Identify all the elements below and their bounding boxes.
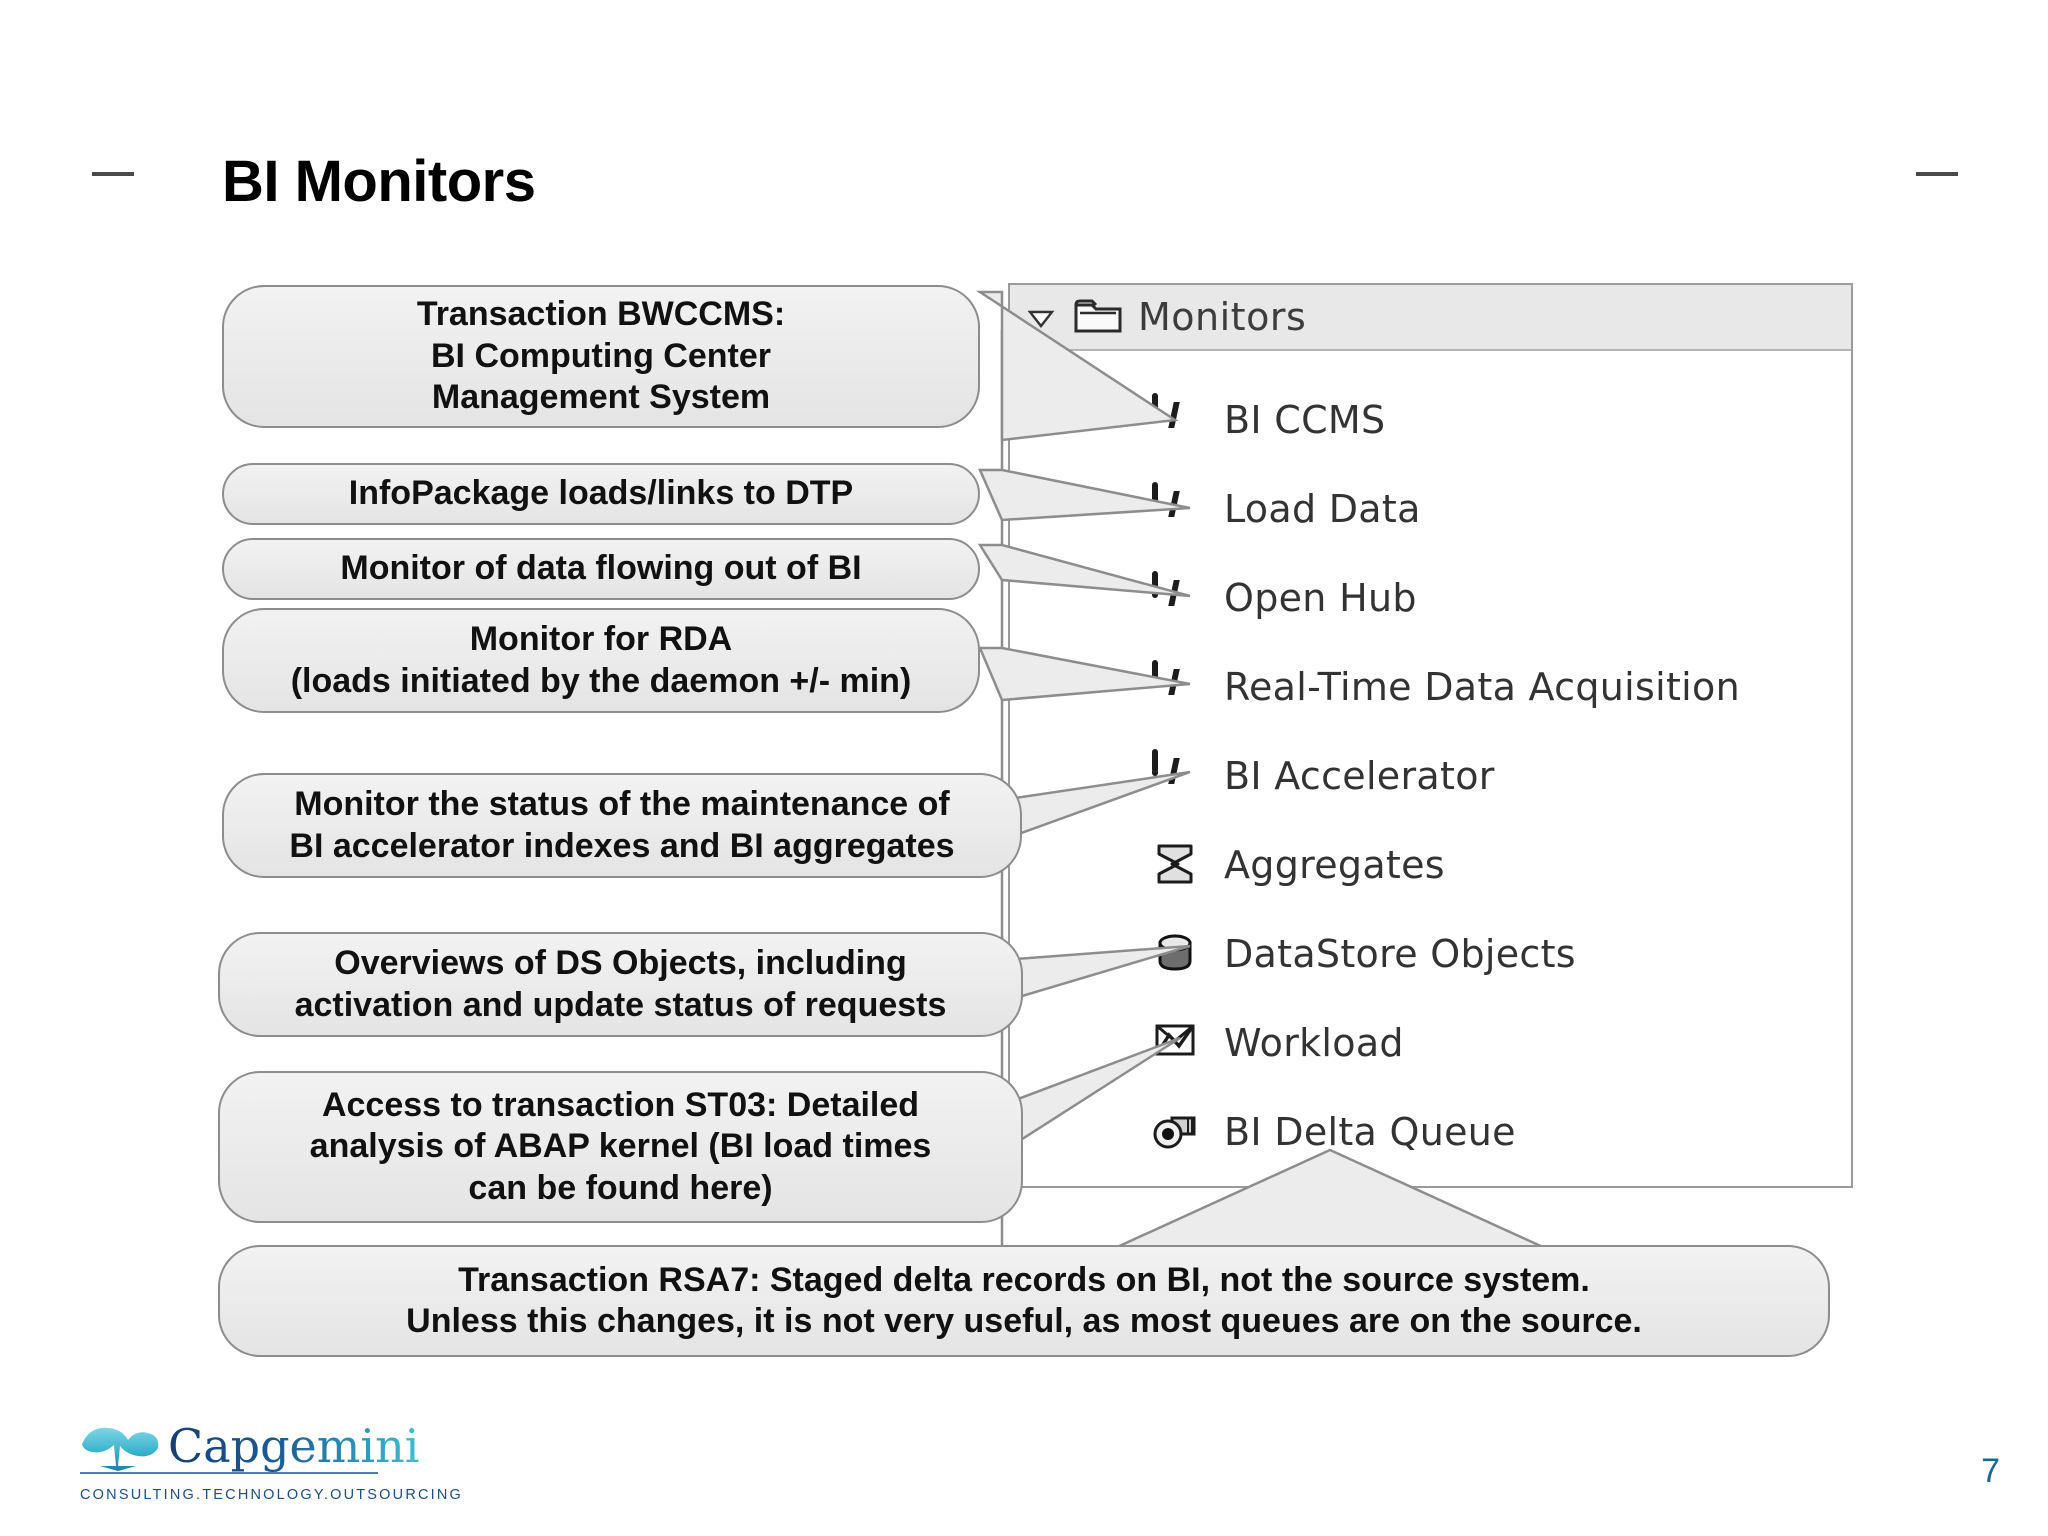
tree-item-workload[interactable]: Workload	[1010, 998, 1851, 1087]
callout-text: Monitor of data flowing out of BI	[340, 549, 862, 588]
callout-text: Transaction BWCCMS: BI Computing Center …	[416, 295, 786, 417]
callout-rda: Monitor for RDA (loads initiated by the …	[222, 608, 980, 713]
svg-text:Capgemini: Capgemini	[168, 1419, 419, 1473]
monitor-icon	[1152, 481, 1200, 533]
database-cylinder-icon	[1152, 930, 1200, 978]
callout-text: Access to transaction ST03: Detailed ana…	[309, 1085, 932, 1207]
triangle-down-icon[interactable]	[1024, 300, 1058, 334]
callout-open-hub: Monitor of data flowing out of BI	[222, 538, 980, 600]
tree-item-label: BI Delta Queue	[1224, 1109, 1516, 1154]
tree-item-load-data[interactable]: Load Data	[1010, 464, 1851, 553]
crop-mark-left	[92, 172, 134, 176]
callout-rsa7: Transaction RSA7: Staged delta records o…	[218, 1245, 1830, 1357]
tree-item-datastore-objects[interactable]: DataStore Objects	[1010, 909, 1851, 998]
tree-root-row[interactable]: Monitors	[1010, 285, 1851, 351]
tree-item-label: Real-Time Data Acquisition	[1224, 664, 1740, 709]
tree-item-label: Open Hub	[1224, 575, 1417, 620]
callout-bi-accelerator: Monitor the status of the maintenance of…	[222, 773, 1022, 878]
monitor-icon	[1152, 392, 1200, 444]
callout-text: Monitor the status of the maintenance of…	[289, 785, 955, 865]
crop-mark-right	[1916, 172, 1958, 176]
chart-envelope-icon	[1152, 1019, 1200, 1067]
tree-item-label: Aggregates	[1224, 842, 1445, 887]
tree-item-bi-accelerator[interactable]: BI Accelerator	[1010, 731, 1851, 820]
monitors-tree-panel: Monitors BI CCMS Load Data Open Hub Real…	[1008, 283, 1853, 1188]
callout-datastore: Overviews of DS Objects, including activ…	[218, 932, 1023, 1037]
monitor-icon	[1152, 748, 1200, 800]
tree-item-open-hub[interactable]: Open Hub	[1010, 553, 1851, 642]
callout-st03: Access to transaction ST03: Detailed ana…	[218, 1071, 1023, 1223]
tree-item-list: BI CCMS Load Data Open Hub Real-Time Dat…	[1010, 351, 1851, 1176]
capgemini-logo: Capgemini CONSULTING.TECHNOLOGY.OUTSOURC…	[78, 1418, 464, 1503]
callout-text: Transaction RSA7: Staged delta records o…	[406, 1260, 1642, 1340]
sigma-icon	[1152, 841, 1200, 889]
callout-infopackage: InfoPackage loads/links to DTP	[222, 463, 980, 525]
tree-item-label: DataStore Objects	[1224, 931, 1576, 976]
tree-root-label: Monitors	[1138, 295, 1307, 339]
tree-item-label: BI CCMS	[1224, 397, 1386, 442]
folder-icon	[1072, 293, 1124, 342]
callout-bwccms: Transaction BWCCMS: BI Computing Center …	[222, 285, 980, 428]
tree-item-label: Load Data	[1224, 486, 1421, 531]
page-number: 7	[1981, 1452, 2000, 1490]
logo-tagline: CONSULTING.TECHNOLOGY.OUTSOURCING	[80, 1487, 464, 1503]
delta-queue-icon	[1152, 1108, 1200, 1156]
tree-item-aggregates[interactable]: Aggregates	[1010, 820, 1851, 909]
callout-text: Overviews of DS Objects, including activ…	[294, 944, 947, 1024]
tree-item-label: BI Accelerator	[1224, 753, 1495, 798]
tree-item-bi-ccms[interactable]: BI CCMS	[1010, 375, 1851, 464]
page-title: BI Monitors	[222, 149, 536, 214]
capgemini-wordmark-icon: Capgemini	[80, 1419, 419, 1474]
tree-item-label: Workload	[1224, 1020, 1404, 1065]
callout-text: Monitor for RDA (loads initiated by the …	[290, 620, 912, 700]
tree-item-real-time-data-acquisition[interactable]: Real-Time Data Acquisition	[1010, 642, 1851, 731]
monitor-icon	[1152, 570, 1200, 622]
monitor-icon	[1152, 659, 1200, 711]
tree-item-bi-delta-queue[interactable]: BI Delta Queue	[1010, 1087, 1851, 1176]
callout-text: InfoPackage loads/links to DTP	[348, 474, 854, 513]
